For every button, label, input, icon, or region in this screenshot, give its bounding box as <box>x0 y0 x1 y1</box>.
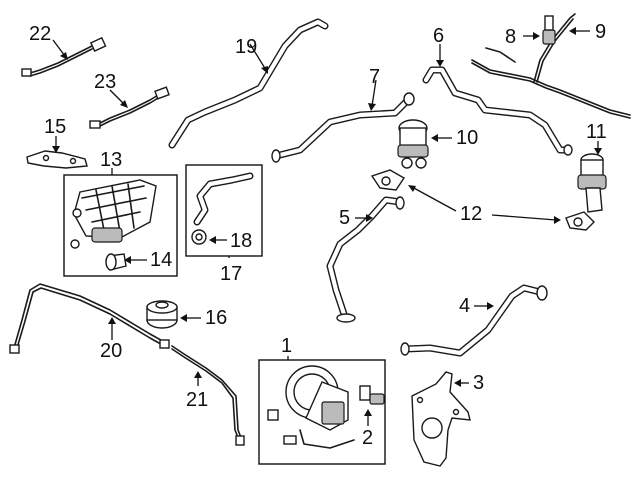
callout-12: 12 <box>460 203 483 225</box>
callout-10: 10 <box>456 127 479 149</box>
callout-23: 23 <box>94 71 117 93</box>
part-10-valve <box>397 119 429 169</box>
part-21-line <box>171 345 245 446</box>
callout-8: 8 <box>505 26 517 48</box>
leaders <box>52 27 602 426</box>
part-20-line <box>9 283 170 354</box>
callout-14: 14 <box>150 249 173 271</box>
part-23-sensor <box>89 86 170 129</box>
part-1-air-pump <box>267 365 355 449</box>
callout-22: 22 <box>29 23 52 45</box>
callout-15: 15 <box>44 116 67 138</box>
callout-3: 3 <box>473 372 485 394</box>
part-15-bracket <box>26 150 88 169</box>
part-4-hose <box>400 284 548 357</box>
callout-13: 13 <box>100 149 123 171</box>
callout-20: 20 <box>100 340 123 362</box>
part-8-connector <box>542 15 556 45</box>
callout-6: 6 <box>433 25 445 47</box>
part-14-plug <box>105 253 127 271</box>
callout-21: 21 <box>186 389 209 411</box>
part-18-clamp <box>191 229 207 245</box>
group-box-1 <box>258 359 386 465</box>
callout-19: 19 <box>235 36 258 58</box>
callout-18: 18 <box>230 230 253 252</box>
part-3-bracket <box>411 371 471 467</box>
part-11-valve <box>577 153 607 213</box>
callout-7: 7 <box>369 66 381 88</box>
callout-1: 1 <box>281 335 293 357</box>
callout-16: 16 <box>205 307 228 329</box>
group-box-13 <box>63 174 178 277</box>
part-16-cap <box>146 300 178 329</box>
callout-9: 9 <box>595 21 607 43</box>
part-7-tube <box>271 92 415 163</box>
part-22-sensor <box>21 36 107 77</box>
part-5-hose <box>326 196 405 323</box>
callout-11: 11 <box>586 121 607 143</box>
part-12-gasket-a <box>370 169 405 191</box>
part-13-canister <box>70 179 157 249</box>
callout-4: 4 <box>459 295 471 317</box>
part-2-connector <box>359 385 385 405</box>
part-12-gasket-b <box>565 211 595 231</box>
part-17-hose <box>193 172 254 226</box>
callout-5: 5 <box>339 207 351 229</box>
callout-17: 17 <box>220 263 243 285</box>
group-box-17 <box>185 164 263 257</box>
callout-2: 2 <box>362 427 374 449</box>
part-19-tube <box>168 18 329 149</box>
part-6-tube <box>422 66 573 156</box>
